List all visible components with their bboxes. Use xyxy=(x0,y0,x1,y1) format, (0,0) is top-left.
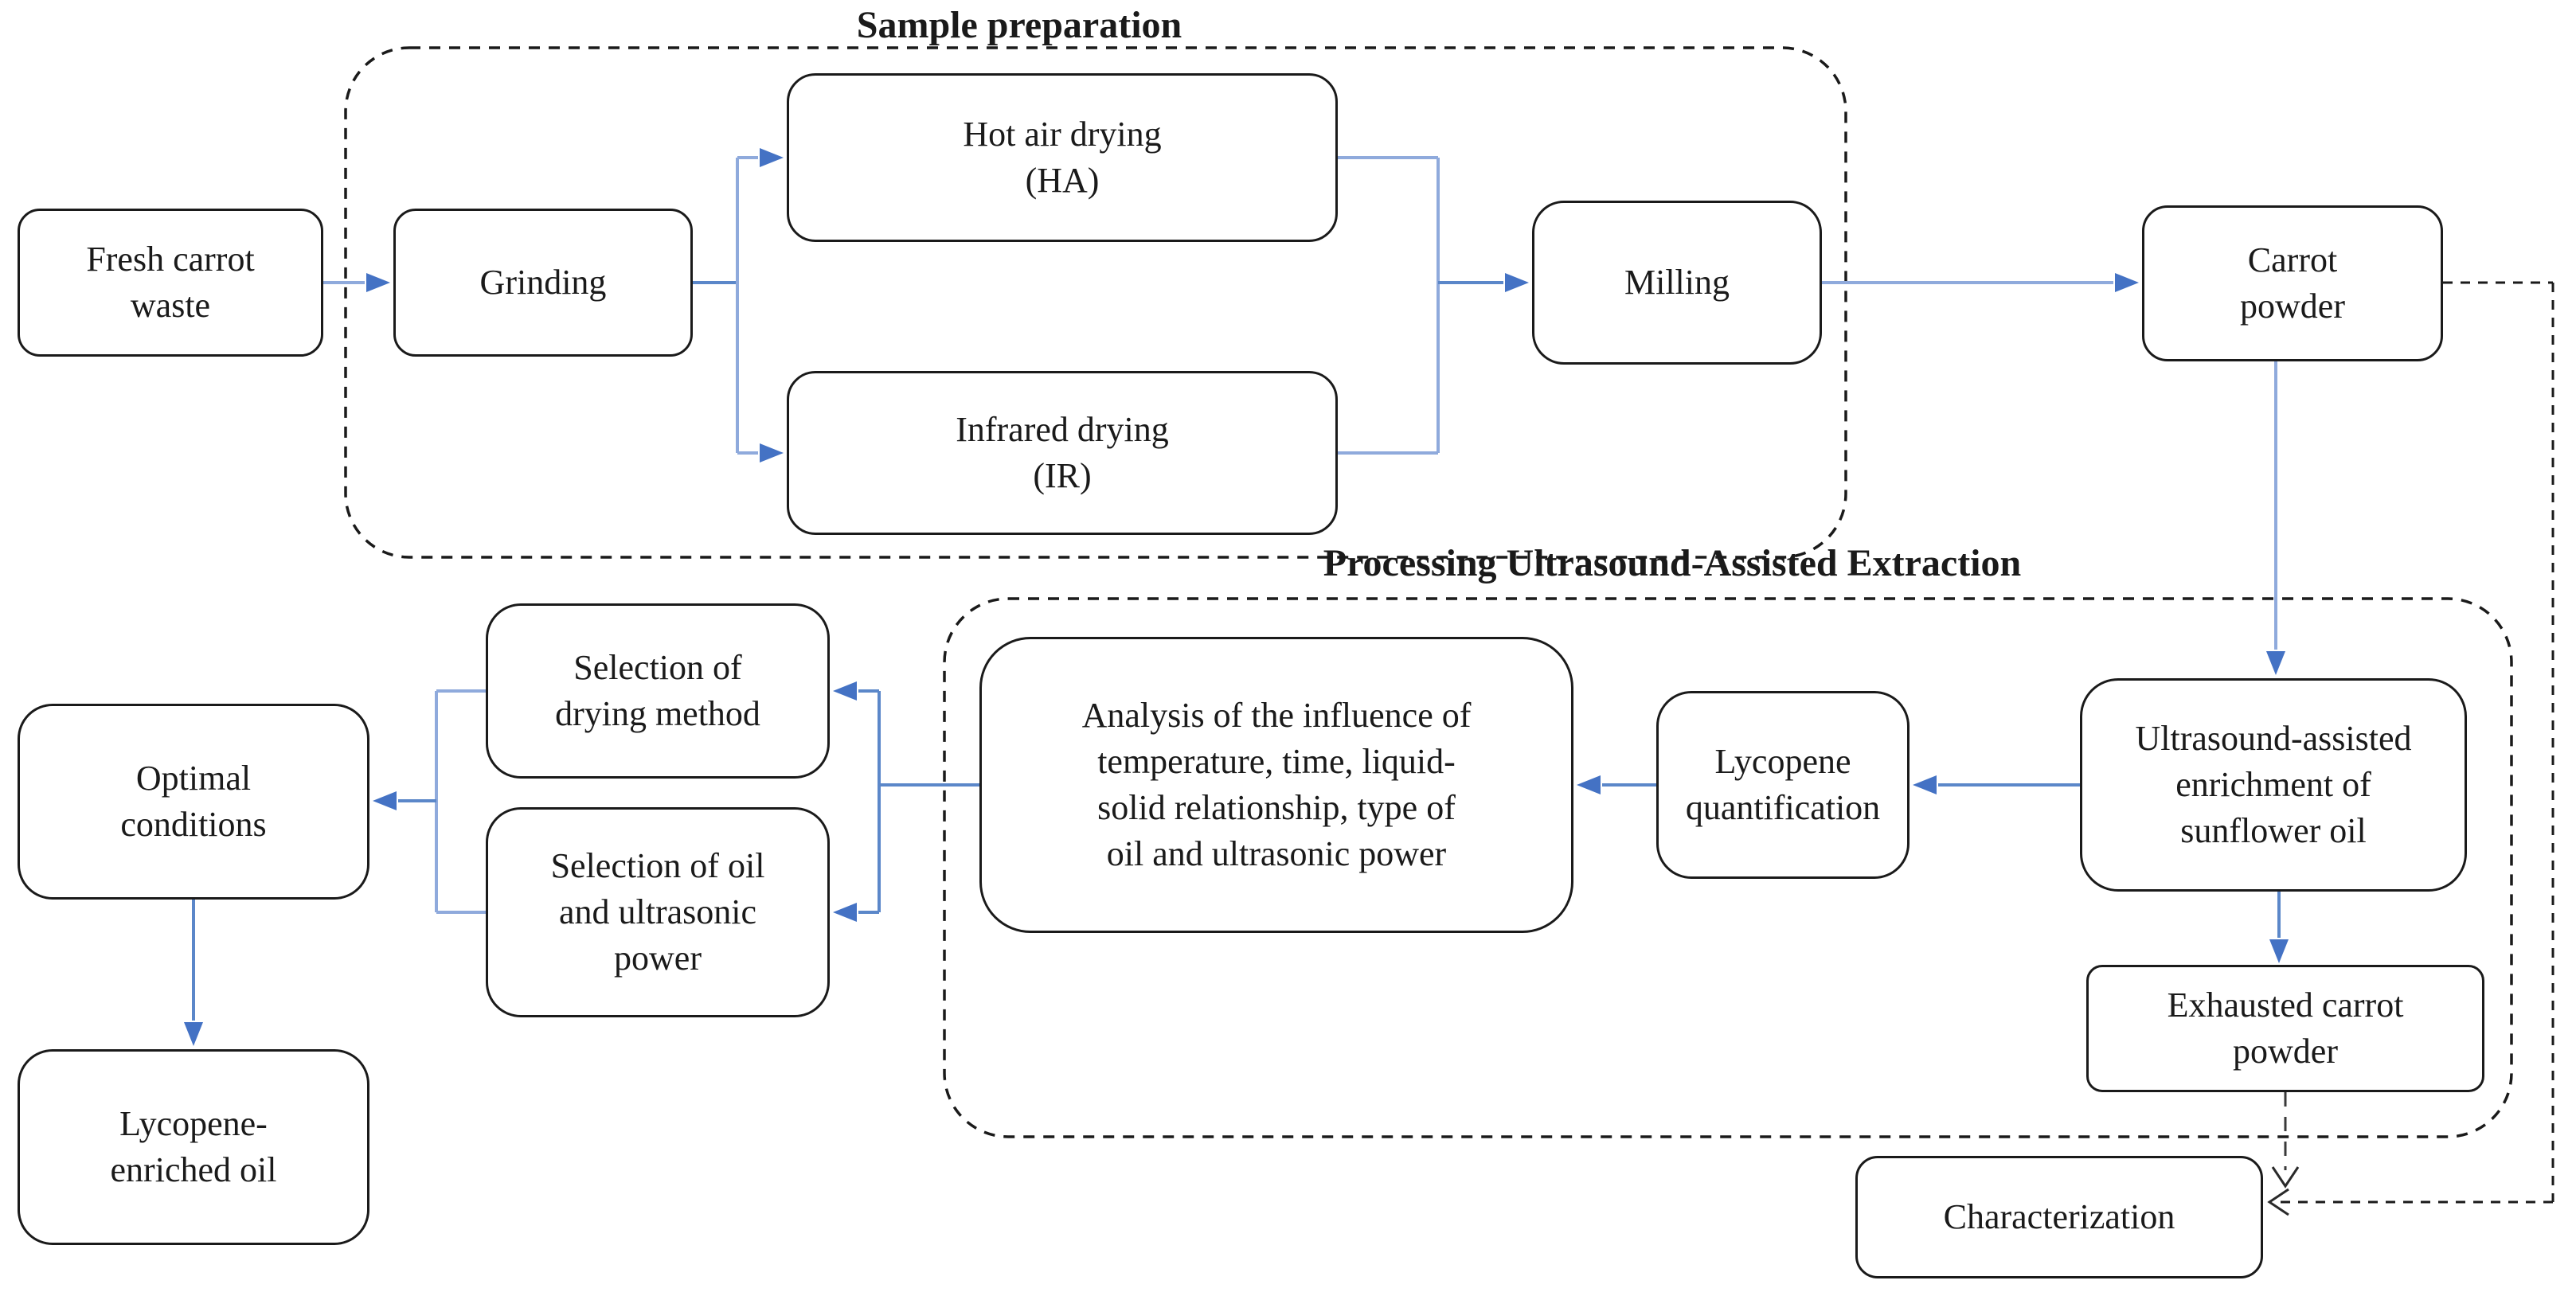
node-fresh-carrot-waste: Fresh carrot waste xyxy=(18,209,323,357)
node-exhausted-carrot-powder: Exhausted carrot powder xyxy=(2086,965,2484,1092)
node-grinding: Grinding xyxy=(393,209,693,357)
sample-preparation-group-outline xyxy=(344,46,1847,559)
dashed-connectors xyxy=(2267,281,2555,1216)
node-lycopene-enriched-oil: Lycopene- enriched oil xyxy=(18,1049,369,1245)
processing-group-outline xyxy=(943,597,2513,1138)
blue-connectors xyxy=(184,148,2289,1046)
section-title-sample-preparation: Sample preparation xyxy=(856,4,1182,46)
dashed-arrowhead-down xyxy=(2271,1166,2300,1189)
node-analysis-of-influence: Analysis of the influence of temperature… xyxy=(979,637,1573,933)
node-selection-oil-ultrasonic: Selection of oil and ultrasonic power xyxy=(486,807,830,1017)
node-infrared-drying: Infrared drying (IR) xyxy=(787,371,1338,535)
node-characterization: Characterization xyxy=(1855,1156,2263,1278)
group-outlines xyxy=(344,46,2513,1138)
node-milling: Milling xyxy=(1532,201,1822,365)
node-hot-air-drying: Hot air drying (HA) xyxy=(787,73,1338,242)
dashed-arrowhead-left xyxy=(2267,1188,2289,1216)
node-selection-drying-method: Selection of drying method xyxy=(486,603,830,779)
node-optimal-conditions: Optimal conditions xyxy=(18,704,369,900)
node-lycopene-quantification: Lycopene quantification xyxy=(1656,691,1910,879)
node-carrot-powder: Carrot powder xyxy=(2142,205,2443,361)
section-title-processing: Processing Ultrasound-Assisted Extractio… xyxy=(1323,542,2022,584)
node-ultrasound-enrichment: Ultrasound-assisted enrichment of sunflo… xyxy=(2080,678,2467,892)
